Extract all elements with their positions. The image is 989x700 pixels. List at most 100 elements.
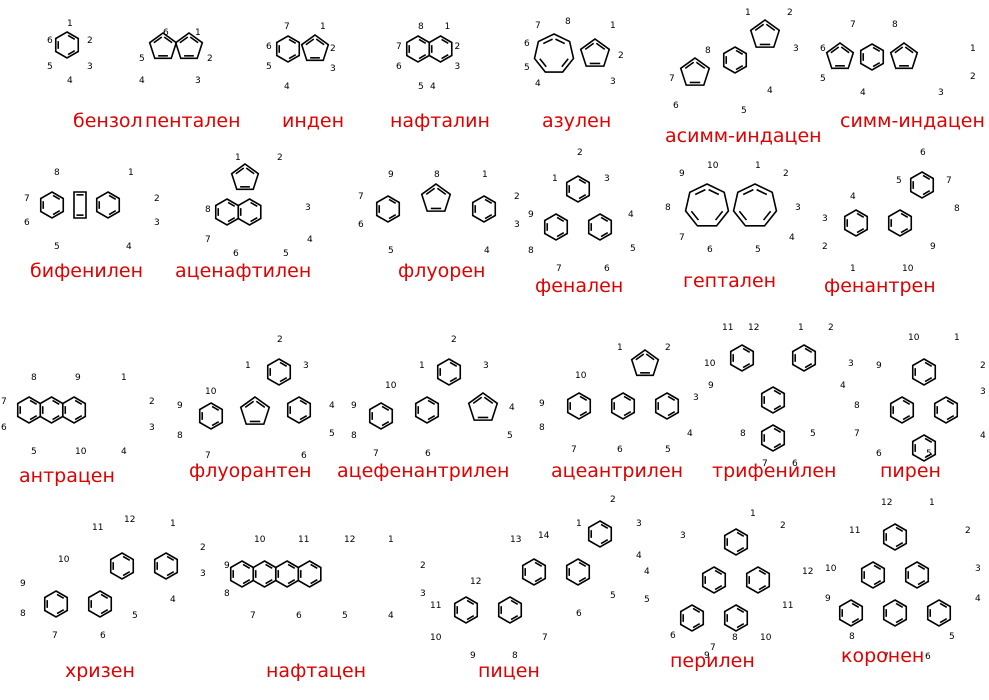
ring-perylene-1 xyxy=(701,566,727,594)
locant-biphenylene-2: 2 xyxy=(154,194,160,204)
name-aceanthrylene: ацеантрилен xyxy=(551,460,684,482)
locant-azulene-5: 5 xyxy=(524,63,530,73)
double-bond xyxy=(279,376,288,383)
locant-picene-3: 3 xyxy=(636,519,642,529)
locant-phenanthrene-3: 3 xyxy=(822,214,828,224)
locant-coronene-5: 5 xyxy=(949,632,955,642)
locant-fluorene-1: 1 xyxy=(482,170,488,180)
locant-triphenylene-8: 8 xyxy=(740,429,746,439)
locant-aceanthrylene-9: 9 xyxy=(539,399,545,409)
double-bond xyxy=(904,46,914,54)
ring-acenaphthylene-2 xyxy=(237,198,262,226)
ring-biphenylene-1 xyxy=(73,191,87,219)
ring-chrysene-0 xyxy=(153,552,179,580)
locant-coronene-2: 2 xyxy=(965,526,971,536)
locant-phenalene-4: 4 xyxy=(628,210,634,220)
locant-naphthacene-8: 8 xyxy=(224,589,230,599)
ring-phenanthrene-2 xyxy=(843,209,869,237)
locant-perylene-7: 7 xyxy=(710,643,716,653)
ring-acenaphthylene-0 xyxy=(230,163,260,191)
double-bond xyxy=(418,53,427,60)
locant-phenanthrene-10: 10 xyxy=(902,264,914,274)
locant-pentalene-5: 5 xyxy=(139,54,145,64)
locant-aceanthrylene-3: 3 xyxy=(693,393,699,403)
locant-heptalene-6: 6 xyxy=(707,245,713,255)
locant-azulene-8: 8 xyxy=(565,17,571,27)
locant-anthracene-5: 5 xyxy=(31,447,37,457)
locant-phenanthrene-4: 4 xyxy=(850,192,856,202)
double-bond xyxy=(851,602,860,609)
locant-picene-10: 10 xyxy=(430,633,442,643)
name-pyrene: пирен xyxy=(880,460,941,482)
ring-azulene-0 xyxy=(533,33,575,73)
locant-pentalene-4: 4 xyxy=(139,76,145,86)
ring-acephenanthrylene-3 xyxy=(368,402,394,430)
double-bond xyxy=(100,608,109,615)
double-bond xyxy=(250,216,258,223)
locant-triphenylene-9: 9 xyxy=(708,381,714,391)
double-bond xyxy=(418,38,427,45)
name-indene: инден xyxy=(282,110,345,132)
double-bond xyxy=(555,38,566,45)
locant-biphenylene-3: 3 xyxy=(154,218,160,228)
double-bond xyxy=(736,531,745,538)
name-naphthacene: нафтацен xyxy=(266,660,367,682)
locant-pyrene-7: 7 xyxy=(854,429,860,439)
ring-naphthalene-0 xyxy=(405,35,431,63)
double-bond xyxy=(265,578,273,585)
double-bond xyxy=(425,187,436,196)
double-bond xyxy=(946,414,955,421)
locant-perylene-12: 12 xyxy=(802,567,813,577)
name-anthracene: антрацен xyxy=(19,465,115,487)
double-bond xyxy=(556,231,565,238)
locant-indene-5: 5 xyxy=(266,62,272,72)
ring-phenalene-1 xyxy=(543,213,569,241)
double-bond xyxy=(74,414,83,421)
double-bond xyxy=(279,361,288,368)
double-bond xyxy=(579,395,588,402)
ring-as-indacene-0 xyxy=(749,19,781,48)
locant-triphenylene-10: 10 xyxy=(704,359,716,369)
locant-as-indacene-7: 7 xyxy=(669,74,675,84)
locant-phenanthrene-7: 7 xyxy=(946,176,952,186)
locant-indene-2: 2 xyxy=(330,44,336,54)
ring-picene-3 xyxy=(497,596,523,624)
locant-acenaphthylene-8: 8 xyxy=(205,205,211,215)
name-fluorene: флуорен xyxy=(398,260,486,282)
locant-naphthacene-10: 10 xyxy=(254,535,266,545)
double-bond xyxy=(758,569,767,576)
ring-coronene-0 xyxy=(882,523,908,551)
locant-fluoranthene-2: 2 xyxy=(277,335,283,345)
locant-heptalene-2: 2 xyxy=(783,169,789,179)
locant-phenalene-3: 3 xyxy=(604,174,610,184)
double-bond xyxy=(108,209,117,216)
locant-naphthalene-1: 1 xyxy=(445,22,451,32)
name-perylene: перилен xyxy=(670,650,755,672)
locant-fluorene-2: 2 xyxy=(514,192,520,202)
name-phenalene: фенален xyxy=(535,275,624,297)
locant-indene-6: 6 xyxy=(266,42,272,52)
double-bond xyxy=(873,564,882,571)
ring-picene-4 xyxy=(453,596,479,624)
locant-acephenanthrylene-3: 3 xyxy=(483,361,489,371)
locant-naphthalene-7: 7 xyxy=(396,42,402,52)
locant-phenalene-9: 9 xyxy=(528,210,534,220)
locant-s-indacene-2: 2 xyxy=(970,72,976,82)
locant-naphthacene-1: 1 xyxy=(388,535,394,545)
ring-aceanthrylene-1 xyxy=(610,392,636,420)
ring-coronene-4 xyxy=(882,599,908,627)
locant-naphthalene-4: 4 xyxy=(430,82,436,92)
locant-phenalene-7: 7 xyxy=(556,264,562,274)
double-bond xyxy=(895,526,904,533)
locant-benzene-1: 1 xyxy=(67,19,73,29)
ring-pyrene-0 xyxy=(911,358,937,386)
locant-pentalene-1: 1 xyxy=(195,28,201,38)
locant-picene-7: 7 xyxy=(542,633,548,643)
